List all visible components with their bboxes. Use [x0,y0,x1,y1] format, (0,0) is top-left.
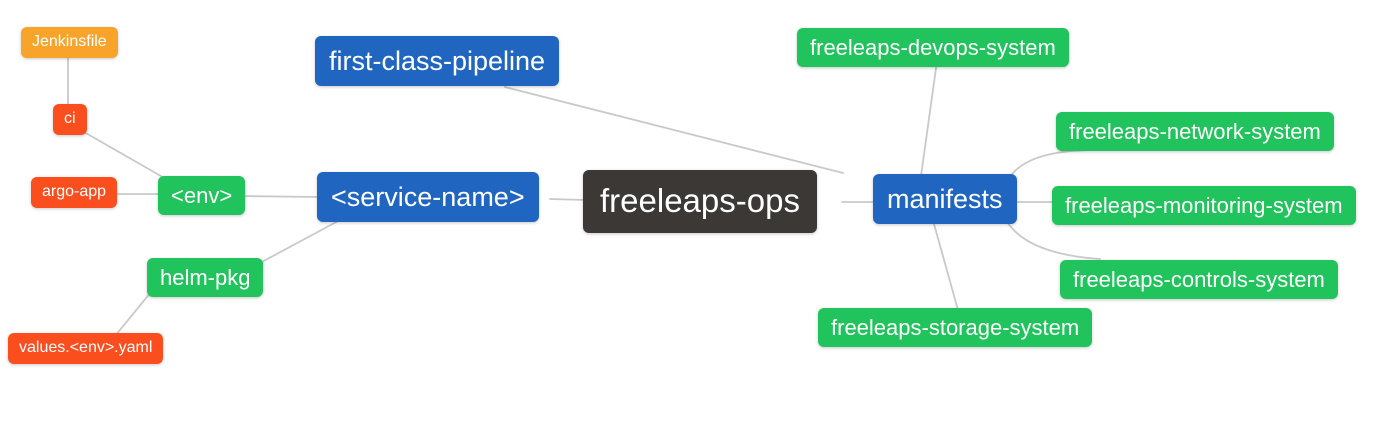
edge-manifests--freeleaps-controls-system [1005,219,1101,260]
node-env[interactable]: <env> [158,176,246,216]
edge-service-name--helm-pkg [259,219,341,264]
node-helm-pkg[interactable]: helm-pkg [147,258,264,298]
edge-ci--env [83,131,167,180]
edge-manifests--freeleaps-network-system [1005,149,1096,184]
node-ci[interactable]: ci [53,104,87,135]
node-freeleaps-storage-system[interactable]: freeleaps-storage-system [818,308,1093,348]
node-first-class-pipeline[interactable]: first-class-pipeline [315,36,560,87]
node-values-env-yaml[interactable]: values.<env>.yaml [8,333,164,364]
edge-first-class-pipeline--freeleaps-ops [504,86,844,174]
edge-helm-pkg--values-env-yaml [114,291,152,337]
edge-manifests--freeleaps-devops-system [920,60,938,177]
node-freeleaps-network-system[interactable]: freeleaps-network-system [1056,112,1334,152]
edge-manifests--freeleaps-storage-system [933,223,959,311]
node-jenkinsfile[interactable]: Jenkinsfile [21,27,118,58]
node-freeleaps-monitoring-system[interactable]: freeleaps-monitoring-system [1052,186,1356,226]
node-freeleaps-ops[interactable]: freeleaps-ops [583,170,817,233]
node-freeleaps-devops-system[interactable]: freeleaps-devops-system [797,28,1069,68]
edge-env--service-name [240,195,321,198]
node-freeleaps-controls-system[interactable]: freeleaps-controls-system [1060,260,1338,300]
node-manifests[interactable]: manifests [873,174,1017,225]
node-service-name[interactable]: <service-name> [317,172,539,223]
node-argo-app[interactable]: argo-app [31,177,118,208]
edge-service-name--freeleaps-ops [549,198,587,201]
